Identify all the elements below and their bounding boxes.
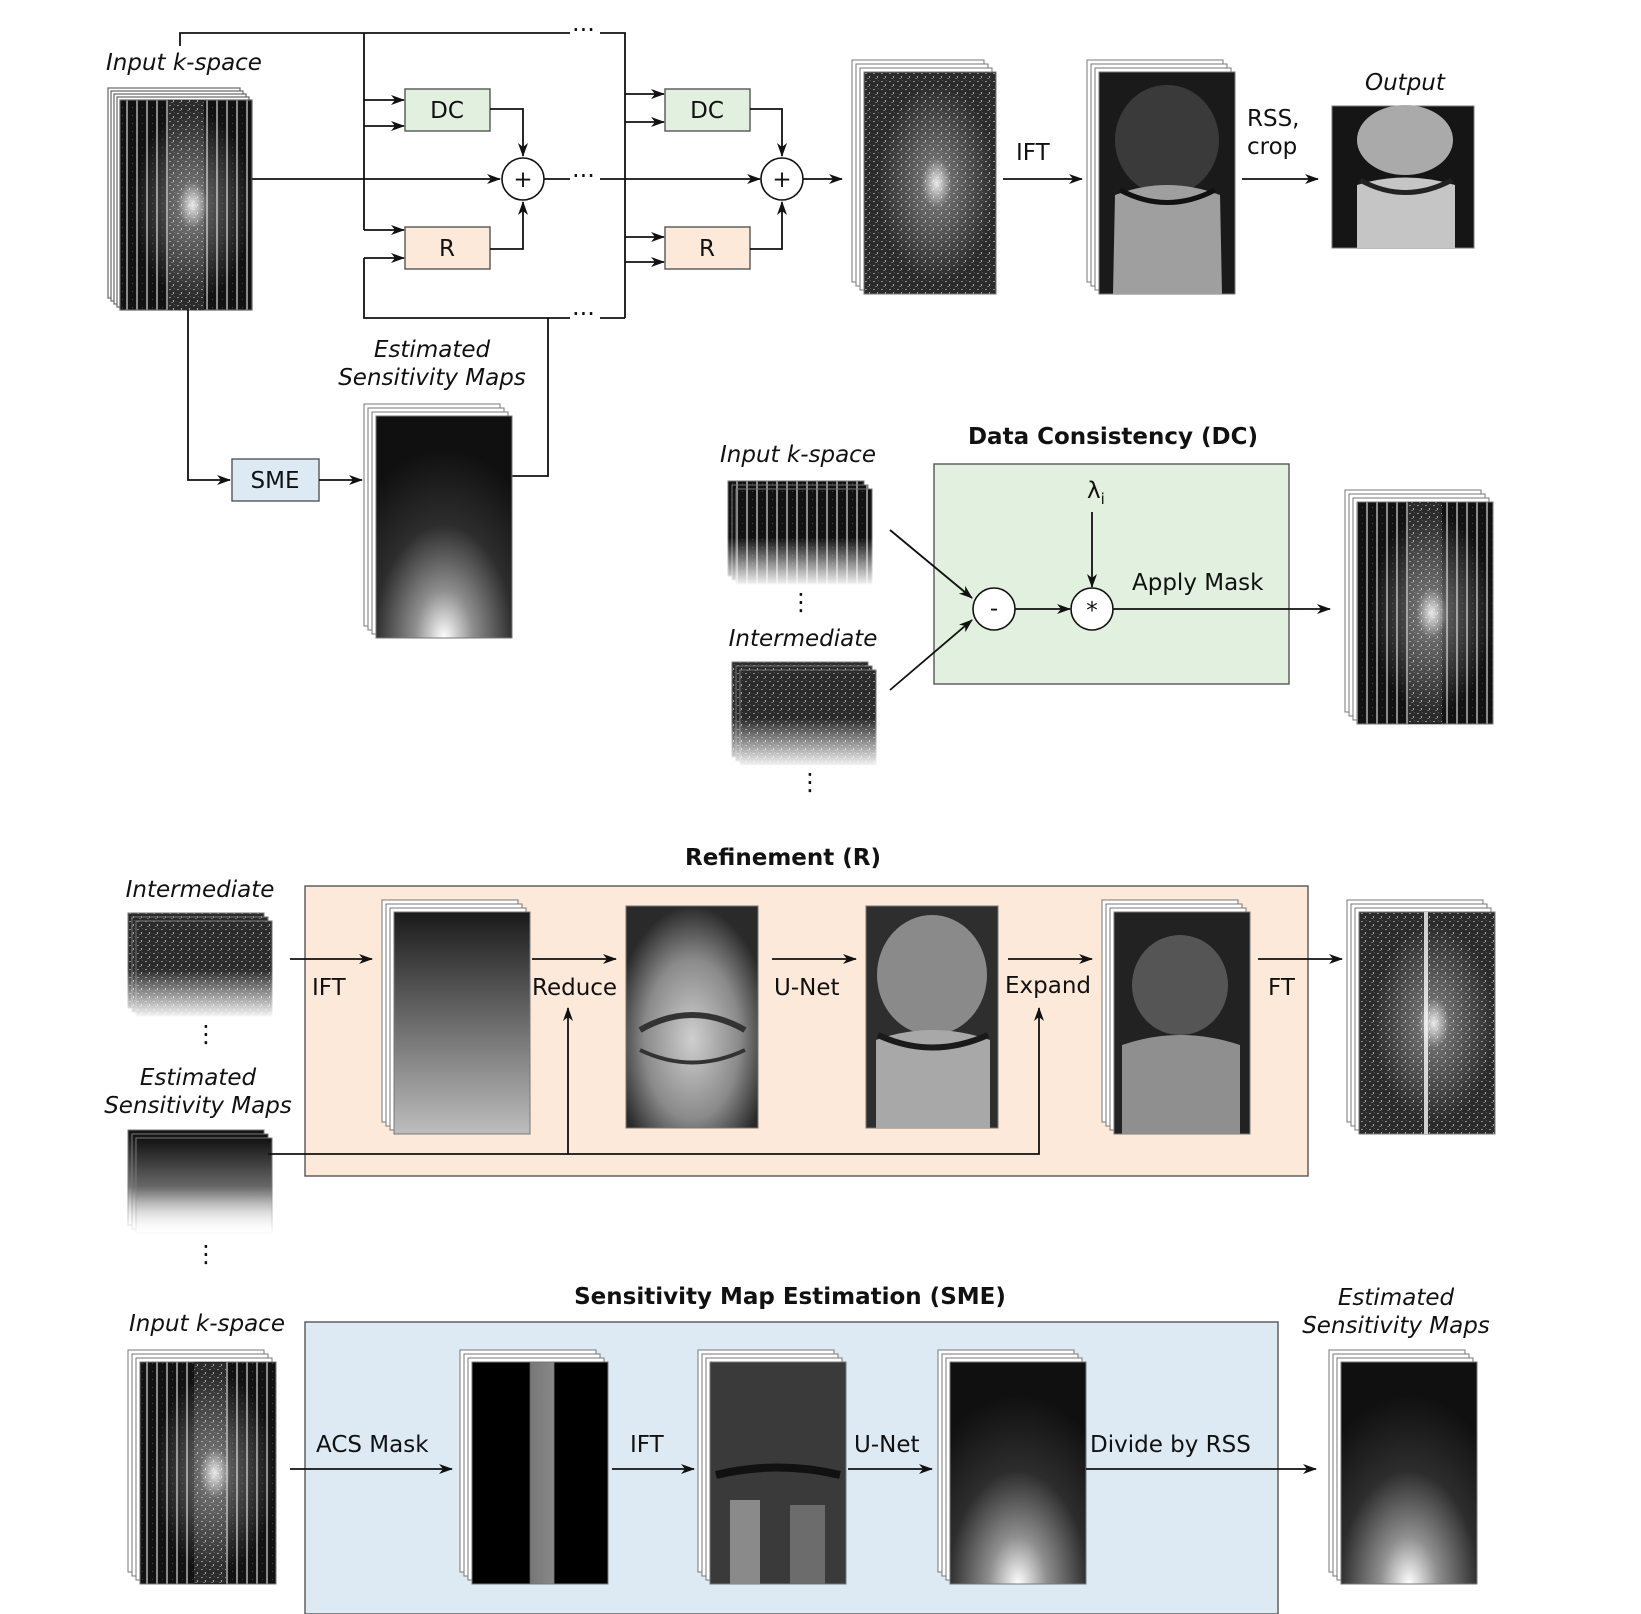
r-ft-label: FT: [1268, 975, 1296, 1001]
dc-input-arrow-1: [889, 529, 973, 599]
plus-label-2: +: [772, 167, 791, 193]
sme-output-sensitivity-stack: [1328, 1349, 1478, 1585]
maps-to-bypass-wire: [512, 318, 549, 477]
dc-block-2: [664, 88, 751, 132]
ellipsis-top: ···: [572, 16, 595, 44]
acs-masked-stack: [459, 1349, 609, 1585]
rss-label-1: RSS,: [1247, 106, 1300, 132]
r-unet-label: U-Net: [774, 975, 840, 1001]
r-est-maps-label-2: Sensitivity Maps: [104, 1093, 292, 1119]
dc-output-kspace-stack: [1344, 489, 1494, 725]
top-bypass-wire: [179, 32, 570, 46]
sme-est-maps-label-2: Sensitivity Maps: [1302, 1313, 1490, 1339]
r-vdots-1: ⋮: [194, 1020, 218, 1048]
input-kspace-label: Input k-space: [106, 50, 262, 76]
sme-title: Sensitivity Map Estimation (SME): [574, 1284, 1006, 1310]
r-title: Refinement (R): [685, 845, 881, 871]
dc-vdots-2: ⋮: [798, 768, 822, 796]
sme-label: SME: [251, 468, 300, 494]
dc-title: Data Consistency (DC): [968, 424, 1258, 450]
dc-block-1: [404, 88, 491, 132]
output-label: Output: [1365, 70, 1446, 96]
r-unet-output-image: [865, 905, 999, 1129]
dc-intermediate-label: Intermediate: [729, 626, 878, 652]
dc-input-kspace-label: Input k-space: [720, 442, 876, 468]
mri-image-stack-icon: [1086, 59, 1236, 295]
sensitivity-map-stack-icon: [363, 403, 513, 639]
sme-ift-label: IFT: [630, 1432, 665, 1458]
dc-label-1: DC: [430, 98, 464, 124]
minus-label: -: [990, 596, 998, 622]
dc2-to-sum: [750, 108, 787, 157]
sme-unet-stack: [937, 1349, 1087, 1585]
sme-unet-label: U-Net: [854, 1432, 920, 1458]
dc-input-arrow-2: [889, 619, 973, 691]
apply-mask-label: Apply Mask: [1132, 570, 1264, 596]
r1-to-sum: [490, 201, 528, 250]
expand-label: Expand: [1005, 973, 1091, 999]
r-intermediate-stack: [124, 909, 284, 1019]
r-label-2: R: [699, 236, 715, 262]
sme-ift-stack: [697, 1349, 847, 1585]
sme-input-kspace-label: Input k-space: [129, 1311, 285, 1337]
est-maps-label-2: Sensitivity Maps: [338, 365, 526, 391]
kspace-to-sme: [187, 310, 231, 485]
r-vdots-2: ⋮: [194, 1240, 218, 1268]
acs-mask-label: ACS Mask: [316, 1432, 429, 1458]
est-maps-label-1: Estimated: [374, 337, 491, 363]
divide-rss-label: Divide by RSS: [1090, 1432, 1251, 1458]
r-est-maps-label-1: Estimated: [140, 1065, 257, 1091]
r-expanded-stack: [1101, 899, 1251, 1135]
r-block-1: [404, 226, 491, 270]
dc-intermediate-stack: [728, 658, 888, 768]
r-reduced-image: [625, 905, 759, 1129]
top-bypass-wire-2: [600, 32, 626, 84]
dc1-to-sum: [490, 108, 528, 157]
r2-to-sum: [750, 201, 787, 250]
output-kspace-stack-icon: [851, 59, 997, 295]
times-label: *: [1086, 598, 1098, 624]
plus-label-1: +: [513, 167, 532, 193]
kspace-stack-icon: [107, 87, 253, 311]
dc-label-2: DC: [690, 98, 724, 124]
r-sensitivity-stack: [124, 1126, 284, 1236]
ellipsis-bottom: ···: [572, 300, 595, 328]
r-output-kspace-stack: [1346, 899, 1496, 1135]
reduce-label: Reduce: [532, 975, 617, 1001]
bottom-bypass-wire: [363, 258, 570, 319]
lambda-label: λi: [1087, 478, 1105, 508]
dc-panel: [933, 463, 1290, 685]
maps-to-expand: [268, 1007, 1044, 1155]
r-ift-label: IFT: [312, 975, 347, 1001]
output-image: [1331, 105, 1475, 249]
r-coil-images-stack: [381, 899, 531, 1135]
r-intermediate-label: Intermediate: [126, 877, 275, 903]
sme-est-maps-label-1: Estimated: [1338, 1285, 1455, 1311]
rss-label-2: crop: [1247, 134, 1297, 160]
sme-input-kspace-stack: [127, 1349, 277, 1585]
dc-input-kspace-stack: [724, 477, 884, 587]
r-block-2: [664, 226, 751, 270]
dc-vdots-1: ⋮: [789, 588, 813, 616]
ellipsis-mid: ···: [572, 162, 595, 190]
r-label-1: R: [439, 236, 455, 262]
ift-label-top: IFT: [1016, 140, 1051, 166]
